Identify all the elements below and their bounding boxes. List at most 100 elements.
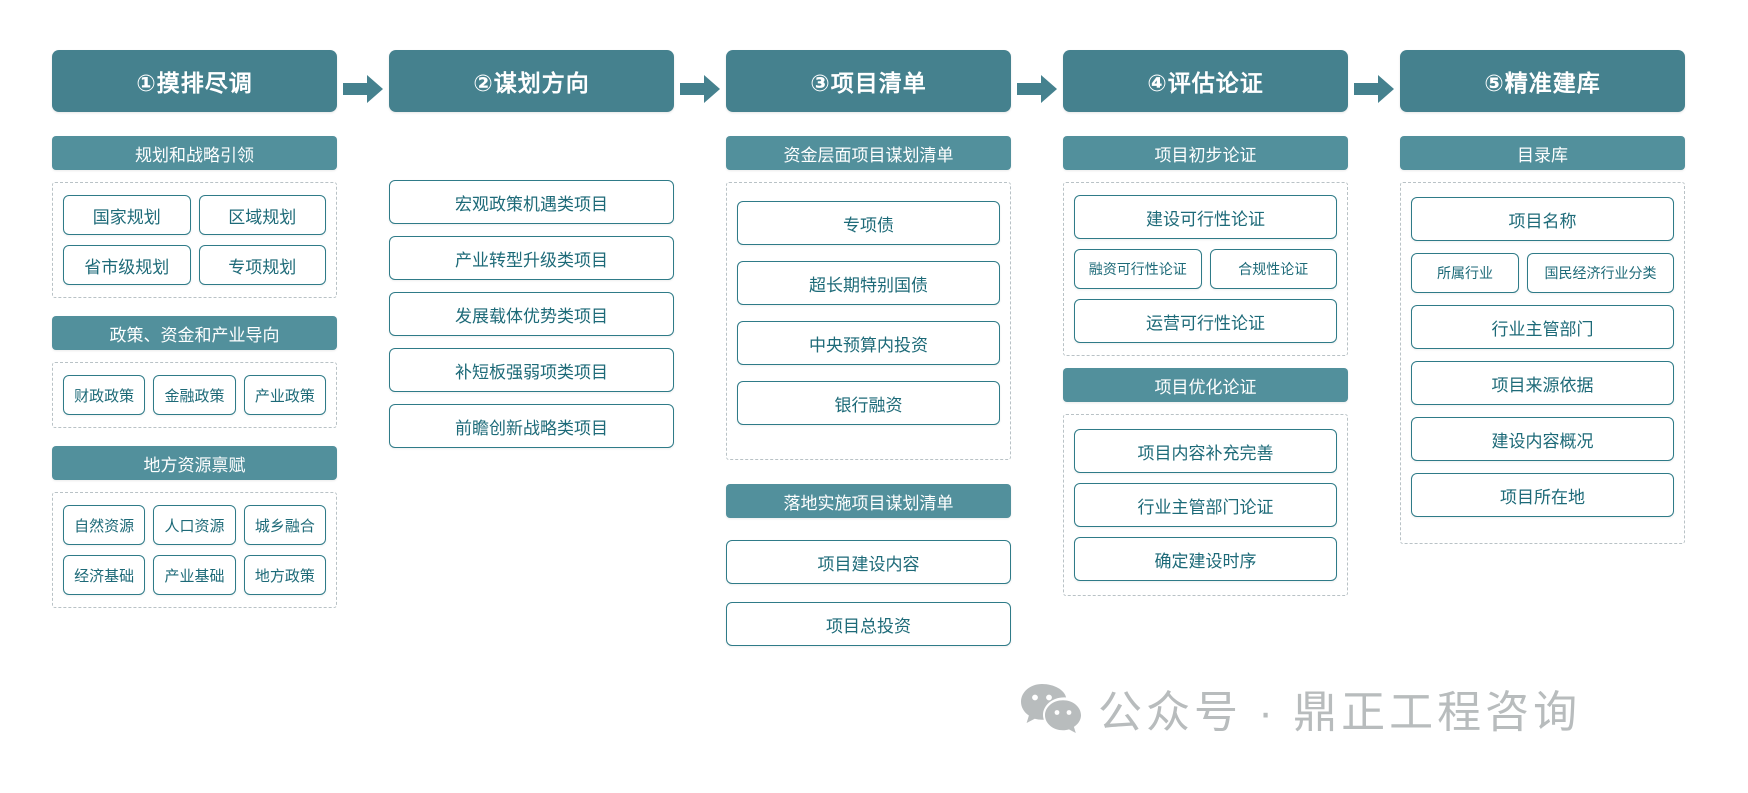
arrow-slot-3 xyxy=(1011,50,1063,128)
stage-column-1: ①摸排尽调 xyxy=(52,50,337,112)
item-row: 省市级规划 专项规划 xyxy=(63,245,326,285)
item-row: 中央预算内投资 xyxy=(737,321,1000,365)
stage-header-1[interactable]: ①摸排尽调 xyxy=(52,50,337,112)
item-box[interactable]: 发展载体优势类项目 xyxy=(389,292,674,336)
group-header-preliminary-review: 项目初步论证 xyxy=(1063,136,1348,170)
item-box[interactable]: 经济基础 xyxy=(63,555,146,595)
stage-header-3[interactable]: ③项目清单 xyxy=(726,50,1011,112)
column-body-3: 资金层面项目谋划清单 专项债 超长期特别国债 中央预算内投资 银行融资 落地实施… xyxy=(726,136,1011,680)
group-box-funding-list: 专项债 超长期特别国债 中央预算内投资 银行融资 xyxy=(726,182,1011,460)
item-box[interactable]: 国家规划 xyxy=(63,195,191,235)
item-row: 补短板强弱项类项目 xyxy=(389,348,674,392)
item-row: 发展载体优势类项目 xyxy=(389,292,674,336)
item-box[interactable]: 项目来源依据 xyxy=(1411,361,1674,405)
group-box-resources: 自然资源 人口资源 城乡融合 经济基础 产业基础 地方政策 xyxy=(52,492,337,608)
arrow-right-icon xyxy=(343,73,383,105)
item-box[interactable]: 人口资源 xyxy=(153,505,236,545)
item-box[interactable]: 所属行业 xyxy=(1411,253,1519,293)
item-box[interactable]: 中央预算内投资 xyxy=(737,321,1000,365)
arrow-slot-4 xyxy=(1348,50,1400,128)
column-body-2: 宏观政策机遇类项目 产业转型升级类项目 发展载体优势类项目 补短板强弱项类项目 … xyxy=(389,136,674,478)
item-box[interactable]: 地方政策 xyxy=(243,555,326,595)
arrow-right-icon xyxy=(1354,73,1394,105)
item-box[interactable]: 项目所在地 xyxy=(1411,473,1674,517)
item-row: 产业转型升级类项目 xyxy=(389,236,674,280)
item-box[interactable]: 确定建设时序 xyxy=(1074,537,1337,581)
group-box-preliminary-review: 建设可行性论证 融资可行性论证 合规性论证 运营可行性论证 xyxy=(1063,182,1348,356)
stage-header-4[interactable]: ④评估论证 xyxy=(1063,50,1348,112)
item-row: 建设可行性论证 xyxy=(1074,195,1337,239)
stage-column-4: ④评估论证 xyxy=(1063,50,1348,112)
stage-column-5: ⑤精准建库 xyxy=(1400,50,1685,112)
item-row: 项目来源依据 xyxy=(1411,361,1674,405)
column-body-4: 项目初步论证 建设可行性论证 融资可行性论证 合规性论证 运营可行性论证 项目优… xyxy=(1063,136,1348,614)
item-row: 项目总投资 xyxy=(726,602,1011,646)
wechat-icon xyxy=(1020,682,1082,734)
group-box-planning: 国家规划 区域规划 省市级规划 专项规划 xyxy=(52,182,337,298)
item-box[interactable]: 专项债 xyxy=(737,201,1000,245)
item-row: 运营可行性论证 xyxy=(1074,299,1337,343)
item-box[interactable]: 产业基础 xyxy=(153,555,236,595)
item-box[interactable]: 补短板强弱项类项目 xyxy=(389,348,674,392)
item-box[interactable]: 项目内容补充完善 xyxy=(1074,429,1337,473)
item-box[interactable]: 合规性论证 xyxy=(1209,249,1337,289)
item-row: 银行融资 xyxy=(737,381,1000,425)
column-spacer xyxy=(337,136,389,214)
item-box[interactable]: 银行融资 xyxy=(737,381,1000,425)
item-row: 确定建设时序 xyxy=(1074,537,1337,581)
item-row: 行业主管部门 xyxy=(1411,305,1674,349)
group-box-optimization-review: 项目内容补充完善 行业主管部门论证 确定建设时序 xyxy=(1063,414,1348,596)
item-box[interactable]: 建设内容概况 xyxy=(1411,417,1674,461)
item-box[interactable]: 财政政策 xyxy=(63,375,146,415)
item-box[interactable]: 行业主管部门论证 xyxy=(1074,483,1337,527)
item-row: 融资可行性论证 合规性论证 xyxy=(1074,249,1337,289)
stage-column-3: ③项目清单 xyxy=(726,50,1011,112)
group-header-optimization-review: 项目优化论证 xyxy=(1063,368,1348,402)
arrow-slot-1 xyxy=(337,50,389,128)
item-box[interactable]: 产业转型升级类项目 xyxy=(389,236,674,280)
item-box[interactable]: 建设可行性论证 xyxy=(1074,195,1337,239)
item-box[interactable]: 国民经济行业分类 xyxy=(1527,253,1674,293)
arrow-right-icon xyxy=(680,73,720,105)
item-box[interactable]: 项目总投资 xyxy=(726,602,1011,646)
item-box[interactable]: 省市级规划 xyxy=(63,245,191,285)
item-box[interactable]: 城乡融合 xyxy=(243,505,326,545)
arrow-slot-2 xyxy=(674,50,726,128)
item-box[interactable]: 金融政策 xyxy=(153,375,236,415)
column-body-5: 目录库 项目名称 所属行业 国民经济行业分类 行业主管部门 项目来源依据 建设内… xyxy=(1400,136,1685,562)
item-row: 项目内容补充完善 xyxy=(1074,429,1337,473)
item-box[interactable]: 超长期特别国债 xyxy=(737,261,1000,305)
item-box[interactable]: 区域规划 xyxy=(198,195,326,235)
item-box[interactable]: 项目建设内容 xyxy=(726,540,1011,584)
stage-column-2: ②谋划方向 xyxy=(389,50,674,112)
group-box-catalog: 项目名称 所属行业 国民经济行业分类 行业主管部门 项目来源依据 建设内容概况 … xyxy=(1400,182,1685,544)
group-box-directions: 宏观政策机遇类项目 产业转型升级类项目 发展载体优势类项目 补短板强弱项类项目 … xyxy=(389,180,674,460)
stage-header-2[interactable]: ②谋划方向 xyxy=(389,50,674,112)
stage-header-row: ①摸排尽调 ②谋划方向 ③项目清单 xyxy=(52,50,1692,128)
item-box[interactable]: 项目名称 xyxy=(1411,197,1674,241)
item-row: 宏观政策机遇类项目 xyxy=(389,180,674,224)
item-row: 经济基础 产业基础 地方政策 xyxy=(63,555,326,595)
item-row: 所属行业 国民经济行业分类 xyxy=(1411,253,1674,293)
item-box[interactable]: 专项规划 xyxy=(198,245,326,285)
group-header-implementation-list: 落地实施项目谋划清单 xyxy=(726,484,1011,518)
item-box[interactable]: 产业政策 xyxy=(243,375,326,415)
column-body-1: 规划和战略引领 国家规划 区域规划 省市级规划 专项规划 政策、资金和产业导向 … xyxy=(52,136,337,626)
item-box[interactable]: 融资可行性论证 xyxy=(1074,249,1202,289)
watermark-text: 公众号 · 鼎正工程咨询 xyxy=(1098,688,1582,737)
item-row: 行业主管部门论证 xyxy=(1074,483,1337,527)
item-row: 项目名称 xyxy=(1411,197,1674,241)
item-row: 自然资源 人口资源 城乡融合 xyxy=(63,505,326,545)
item-row: 国家规划 区域规划 xyxy=(63,195,326,235)
item-row: 项目所在地 xyxy=(1411,473,1674,517)
column-spacer xyxy=(674,136,726,214)
group-header-policy: 政策、资金和产业导向 xyxy=(52,316,337,350)
item-box[interactable]: 运营可行性论证 xyxy=(1074,299,1337,343)
stage-header-5[interactable]: ⑤精准建库 xyxy=(1400,50,1685,112)
item-box[interactable]: 前瞻创新战略类项目 xyxy=(389,404,674,448)
item-box[interactable]: 自然资源 xyxy=(63,505,146,545)
item-box[interactable]: 行业主管部门 xyxy=(1411,305,1674,349)
item-box[interactable]: 宏观政策机遇类项目 xyxy=(389,180,674,224)
item-row: 前瞻创新战略类项目 xyxy=(389,404,674,448)
